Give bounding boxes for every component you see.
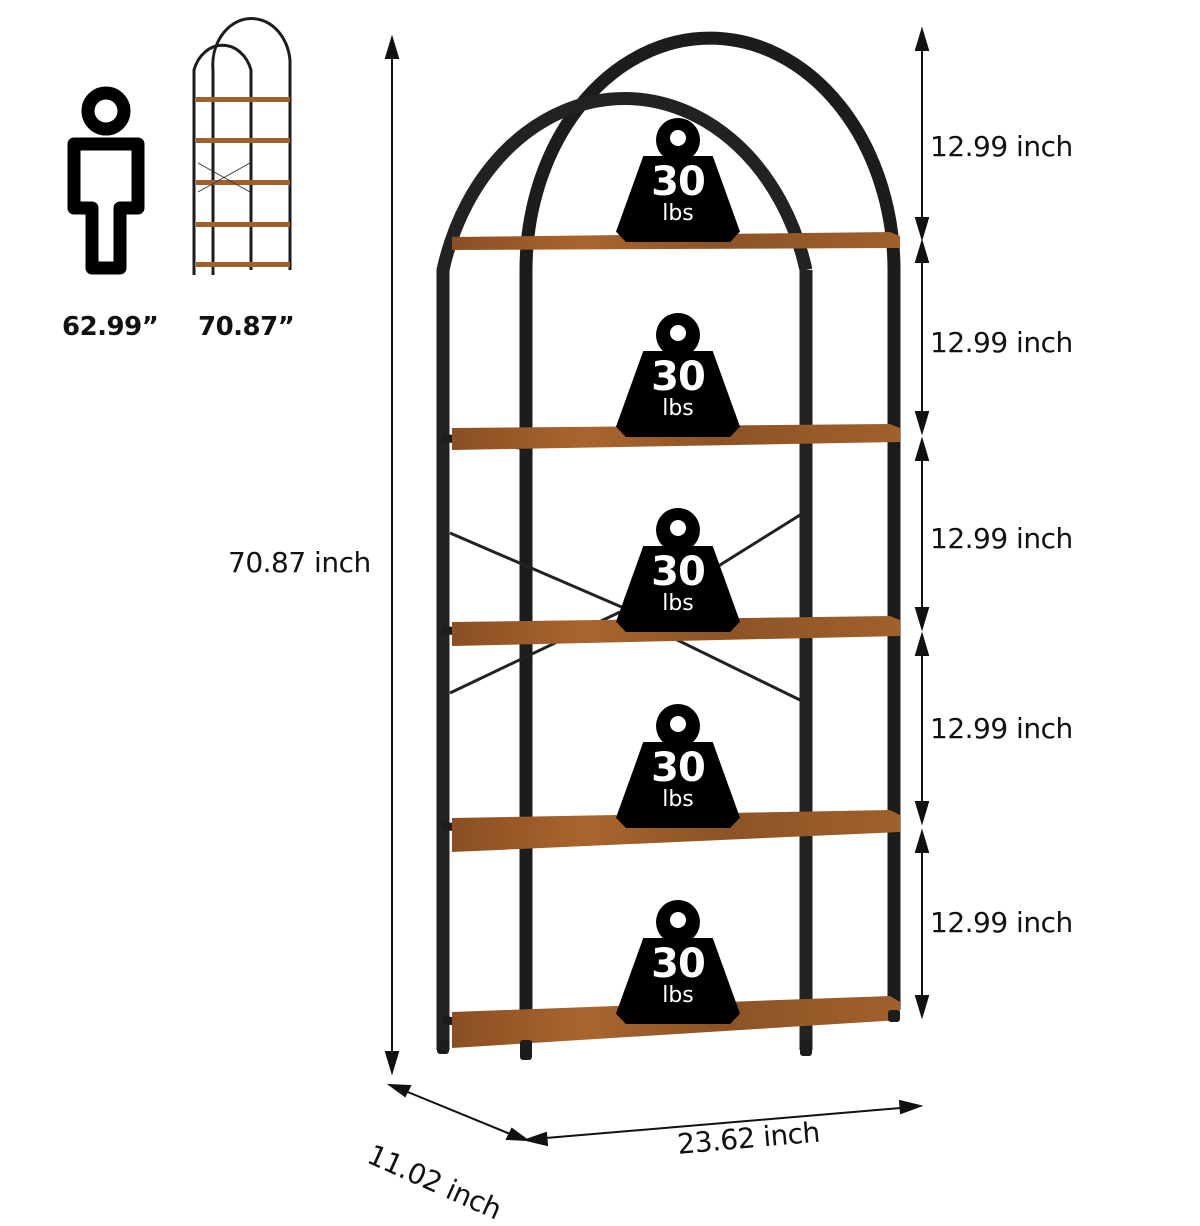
total-height-label: 70.87 inch [228, 546, 371, 579]
capacity-value: 30 [651, 941, 706, 987]
tier-gap-label-4: 12.99 inch [930, 712, 1073, 745]
capacity-unit: lbs [662, 983, 694, 1008]
capacity-unit: lbs [662, 787, 694, 812]
weight-capacity-icon: 30 lbs [616, 900, 740, 1030]
dimension-lines [384, 26, 930, 1147]
person-height-label: 62.99” [62, 312, 159, 342]
back-arch-frame [519, 31, 901, 1020]
tier-gap-label-2: 12.99 inch [930, 326, 1073, 359]
tier-gap-label-1: 12.99 inch [930, 130, 1073, 163]
weight-capacity-icon: 30 lbs [616, 313, 740, 443]
capacity-unit: lbs [662, 201, 694, 226]
reference-shelf-icon [192, 17, 292, 275]
tier-gap-label-3: 12.99 inch [930, 522, 1073, 555]
bookshelf-drawing [67, 17, 930, 1147]
person-icon [67, 86, 145, 275]
capacity-unit: lbs [662, 591, 694, 616]
side-rails [442, 434, 527, 1034]
capacity-value: 30 [651, 159, 706, 205]
weight-capacity-icon: 30 lbs [616, 704, 740, 834]
front-arch-frame [436, 91, 813, 1050]
capacity-value: 30 [651, 354, 706, 400]
capacity-value: 30 [651, 549, 706, 595]
tier-gap-label-5: 12.99 inch [930, 906, 1073, 939]
feet [437, 1010, 900, 1060]
weight-capacity-icon: 30 lbs [616, 508, 740, 638]
capacity-value: 30 [651, 745, 706, 791]
shelf-height-label: 70.87” [198, 312, 295, 342]
capacity-unit: lbs [662, 396, 694, 421]
weight-capacity-icon: 30 lbs [616, 118, 740, 248]
reference-shelf-boards [196, 97, 290, 267]
